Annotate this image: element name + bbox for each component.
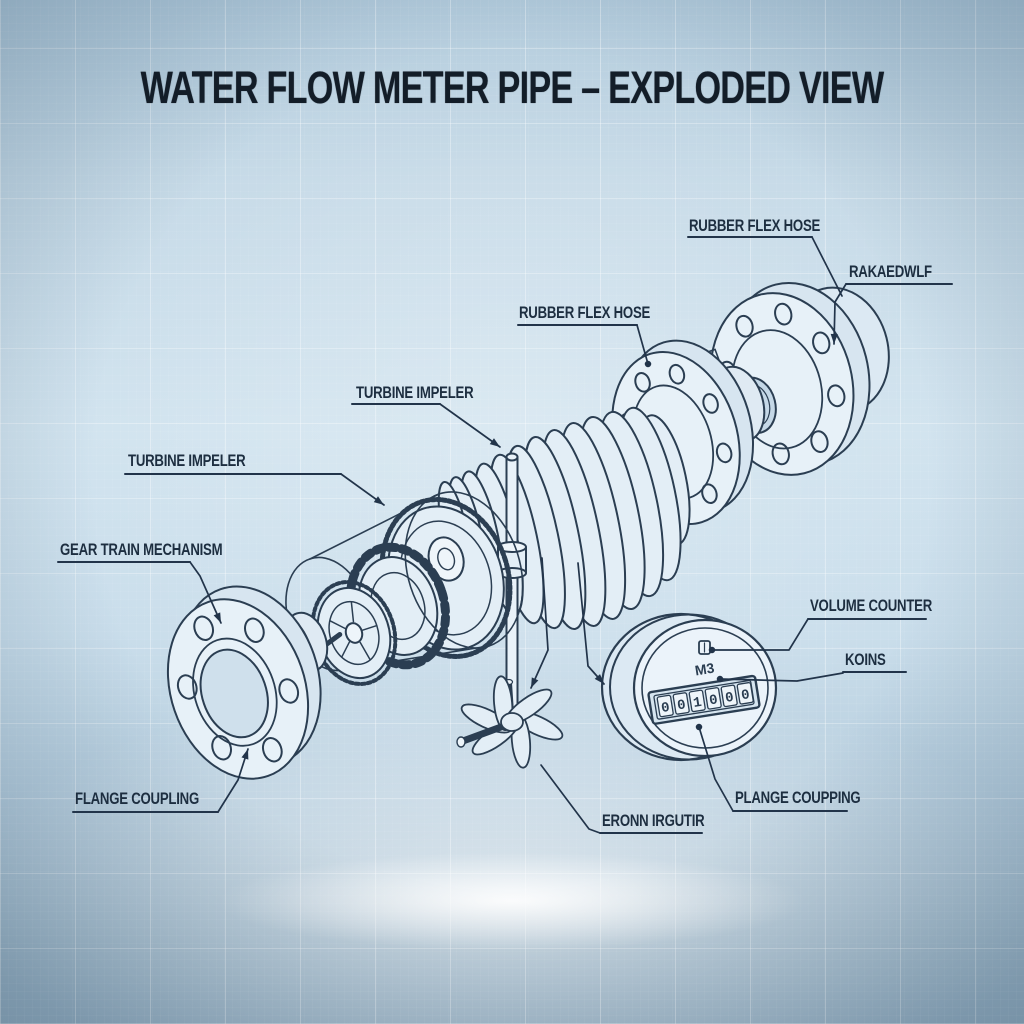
bolt-hole [827,384,846,408]
bolt-hole [810,430,829,454]
leader-line [698,726,734,812]
hub [500,712,524,732]
part-label-rubber-flex-hose-top: RUBBER FLEX HOSE [689,217,820,236]
leader-line [540,764,601,834]
annotations: RUBBER FLEX HOSE RAKAEDWLF RUBBER FLEX HOS… [57,217,953,834]
bolt-hole [244,617,265,643]
leader-impeller-pointer [530,557,549,689]
digit-cell [736,682,754,705]
part-label-koins: KOINS [845,651,886,670]
bolt-hole [278,678,300,704]
part-label-rakaedwlf: RAKAEDWLF [849,263,932,282]
bolt-hole [771,442,790,466]
digit-cell [672,692,690,715]
part-label-rubber-flex-hose-mid: RUBBER FLEX HOSE [519,304,650,323]
part-label-gear-train-mechanism: GEAR TRAIN MECHANISM [60,541,222,560]
bolt-hole [193,615,215,641]
digit: 0 [724,690,735,707]
digit: 1 [692,695,703,712]
leader-arrowhead [594,674,604,684]
part-label-volume-counter: VOLUME COUNTER [810,597,932,616]
part-label-eronn-irgutir: ERONN IRGUTIR [602,812,705,831]
label-group-eronn-irgutir: ERONN IRGUTIR [540,764,705,834]
leader-line [811,236,843,297]
counter-unit-label: M3 [694,660,716,679]
bolt-hole [812,331,831,355]
leader-dot [708,646,716,654]
leader-line [636,324,649,365]
leader-line [189,561,222,624]
label-group-volume-counter: VOLUME COUNTER [708,597,933,654]
leader-dot [695,723,703,731]
flange-bore [199,648,269,739]
digit-cell [688,689,706,713]
label-group-flange-coupling: FLANGE COUPLING [72,748,249,813]
bolt-hole [715,442,733,464]
impeller-propeller [456,675,564,769]
leader-arrowhead [241,749,249,760]
bolt-hole [668,363,686,385]
digit-cell [720,684,738,708]
label-group-rakaedwlf: RAKAEDWLF [830,263,953,345]
bolt-hole [634,372,651,393]
leader-line [217,748,249,813]
leader-dot [716,675,724,683]
leader-dot [644,360,652,368]
leader-arrowhead [489,438,500,447]
leader-arrowhead [373,496,384,505]
digit-cell [656,694,674,718]
label-group-turbine-impeler-left: TURBINE IMPELER [124,452,385,506]
leader-counter-pointer [577,562,605,685]
label-group-rubber-flex-hose-mid: RUBBER FLEX HOSE [517,304,652,368]
left-flange [166,585,322,780]
bolt-hole [261,737,283,763]
digit: 0 [676,697,687,714]
part-label-flange-coupling: FLANGE COUPLING [75,790,199,809]
bolt-hole [735,314,754,338]
leader-arrowhead [830,333,838,344]
digit: 0 [708,692,719,709]
label-group-plange-coupping: PLANGE COUPPING [695,723,861,812]
gear-train [285,491,524,686]
leader-line [833,283,847,345]
bolt-hole [774,302,793,326]
part-label-plange-coupping: PLANGE COUPPING [735,789,860,808]
digit-cell [704,687,722,710]
bolt-hole [176,674,198,700]
label-group-koins: KOINS [716,651,907,683]
bolt-hole [702,393,719,414]
part-label-turbine-impeler-top: TURBINE IMPELER [356,384,474,403]
leader-arrowhead [213,612,221,623]
digit: 0 [740,687,751,704]
label-group-gear-train-mechanism: GEAR TRAIN MECHANISM [57,541,223,624]
leader-line [719,672,844,682]
leader-arrowhead [531,677,539,688]
leader-line [439,403,501,448]
label-group-rubber-flex-hose-top: RUBBER FLEX HOSE [687,217,843,297]
part-label-turbine-impeler-left: TURBINE IMPELER [128,452,246,471]
leader-line [530,557,549,689]
page-title: WATER FLOW METER PIPE – EXPLODED VIEW [140,62,884,113]
digit: 0 [660,700,671,717]
leader-line [711,618,809,651]
label-group-turbine-impeler-top: TURBINE IMPELER [351,384,501,448]
